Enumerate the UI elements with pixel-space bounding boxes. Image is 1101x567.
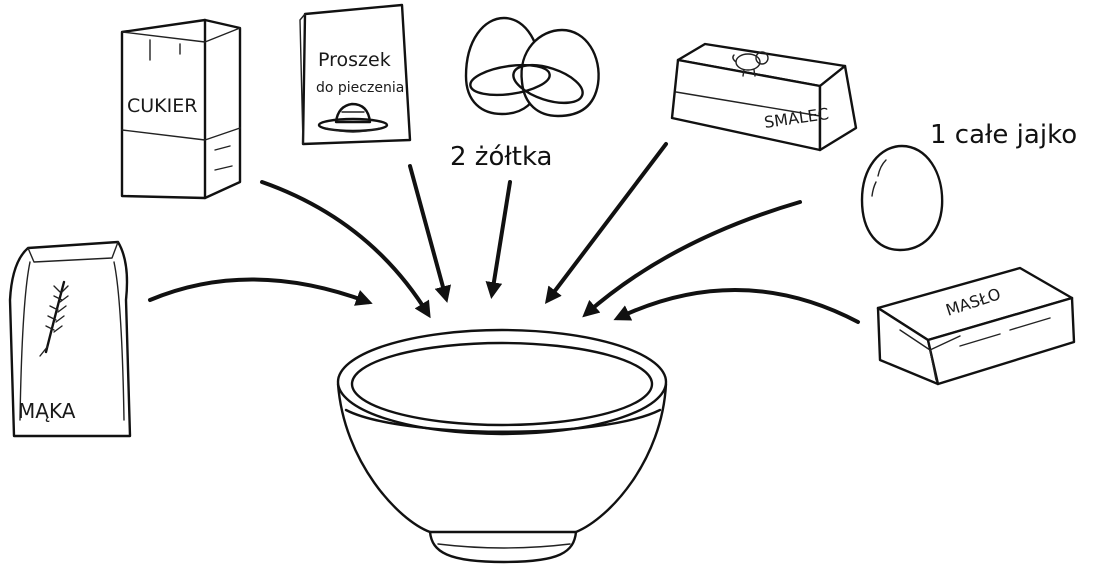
sugar-box-icon: CUKIER: [120, 18, 242, 200]
whole-egg-icon: [860, 144, 944, 252]
arrow-from-yolks: [485, 180, 512, 299]
egg-yolks-caption: 2 żółtka: [450, 142, 552, 172]
arrow-from-baking-powder: [408, 164, 452, 303]
wheat-icon: [39, 280, 69, 357]
baking-powder-label-line2: do pieczenia: [316, 80, 404, 96]
lard-block-icon: SMALEC: [670, 42, 858, 152]
flour-bag-icon: MĄKA: [8, 240, 132, 438]
baking-powder-label-line1: Proszek: [318, 49, 391, 71]
arrow-from-sugar: [260, 180, 431, 319]
mixing-bowl-icon: [336, 328, 668, 564]
whole-egg-caption: 1 całe jajko: [930, 120, 1077, 150]
arrow-from-lard: [544, 142, 668, 305]
arrows: [148, 142, 860, 324]
flour-label: MĄKA: [18, 399, 76, 423]
two-eggs-icon: [464, 16, 600, 118]
butter-block-icon: MASŁO: [876, 266, 1076, 386]
pig-icon: [732, 51, 769, 77]
sugar-label: CUKIER: [127, 95, 197, 117]
baking-powder-sachet-icon: Proszek do pieczenia: [299, 3, 412, 146]
arrow-from-egg: [582, 200, 802, 318]
arrow-from-flour: [148, 277, 373, 306]
arrow-from-butter: [613, 287, 860, 324]
